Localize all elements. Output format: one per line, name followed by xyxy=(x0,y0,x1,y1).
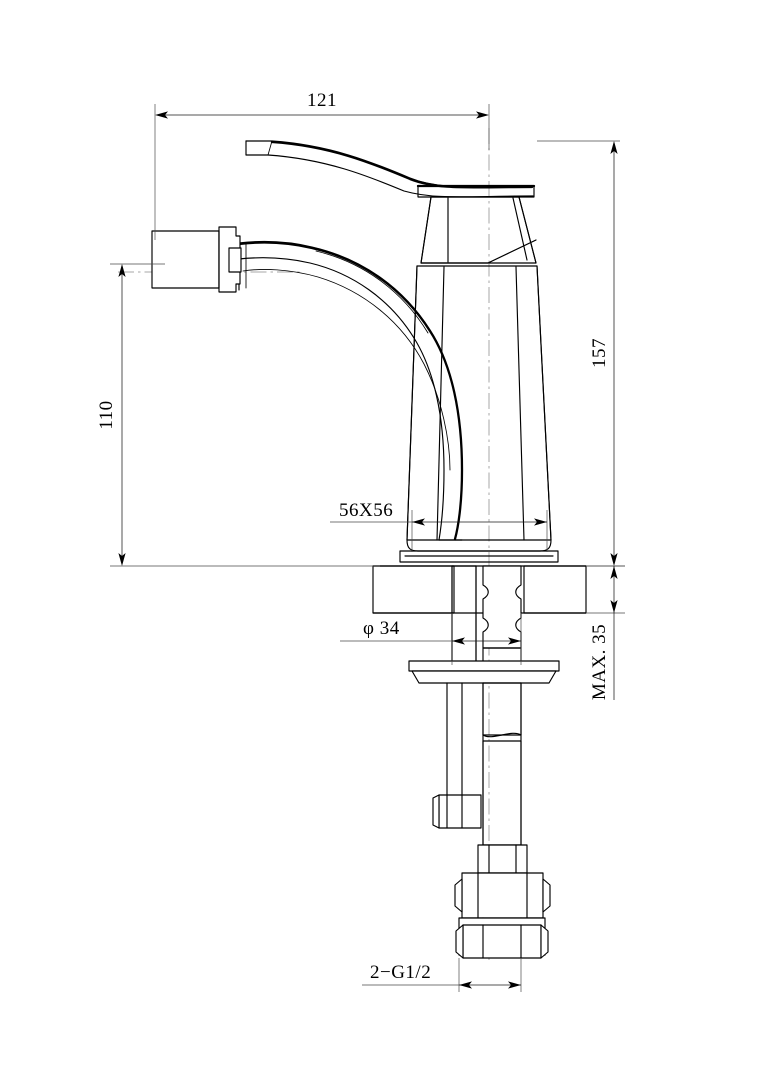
dimension-label-max35: MAX. 35 xyxy=(589,624,610,700)
spout xyxy=(237,240,464,541)
handle-lever xyxy=(245,140,534,198)
aerator xyxy=(151,226,242,293)
handle-dome xyxy=(420,196,537,264)
arrow-bottom xyxy=(610,553,618,566)
arrow-right xyxy=(534,518,547,526)
lock-nut-assembly xyxy=(432,682,482,829)
deck-section xyxy=(372,565,587,614)
arrow-bottom xyxy=(610,600,618,613)
threaded-stud xyxy=(451,565,477,667)
arrow-bottom xyxy=(118,553,126,566)
hose-nut-upper xyxy=(454,844,551,919)
dimension-label-2g12: 2−G1/2 xyxy=(370,962,431,983)
dimension-spout-height: 110 xyxy=(96,263,380,567)
arrow-left xyxy=(155,111,168,119)
arrow-right xyxy=(508,637,521,645)
arrow-top xyxy=(610,141,618,154)
dimension-label-121: 121 xyxy=(307,90,337,111)
arrow-top xyxy=(610,566,618,579)
dimension-max-deck-thickness: MAX. 35 xyxy=(586,565,625,700)
arrow-left xyxy=(412,518,425,526)
dimension-supply-thread: 2−G1/2 xyxy=(362,958,522,992)
dimension-label-157: 157 xyxy=(589,338,610,368)
arrow-right xyxy=(508,981,521,989)
arrow-left xyxy=(452,637,465,645)
dimension-base-size: 56X56 xyxy=(330,500,548,552)
dimension-overall-height: 157 xyxy=(537,140,625,567)
dimension-label-110: 110 xyxy=(96,400,117,429)
mounting-plate xyxy=(408,660,560,684)
faucet-body xyxy=(399,265,559,563)
dimension-spout-reach: 121 xyxy=(154,90,490,240)
hose-nut-lower xyxy=(455,917,549,959)
dimension-label-phi34: φ 34 xyxy=(363,618,400,639)
dimension-label-56x56: 56X56 xyxy=(339,500,393,521)
handle-cap-plate xyxy=(416,184,536,198)
dimension-mounting-hole: φ 34 xyxy=(340,613,522,665)
arrow-left xyxy=(459,981,472,989)
arrow-right xyxy=(476,111,489,119)
arrow-top xyxy=(118,264,126,277)
